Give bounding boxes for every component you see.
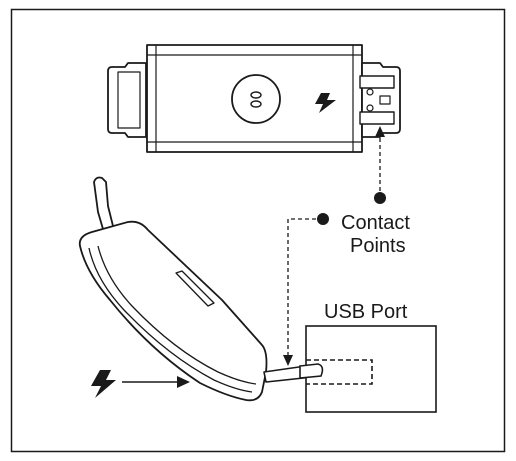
contact-points-label-line1: Contact bbox=[341, 212, 410, 234]
usb-port-receptacle bbox=[306, 359, 373, 385]
contact-point-marker-icon bbox=[317, 213, 329, 225]
lightning-bolt-icon bbox=[315, 93, 336, 113]
usb-port-box bbox=[305, 325, 437, 413]
charge-arrow-icon bbox=[122, 376, 190, 388]
contact-points-leaders bbox=[287, 134, 381, 358]
leader-arrowhead-top bbox=[375, 126, 385, 137]
usb-port-label: USB Port bbox=[324, 301, 408, 323]
device-side-view bbox=[78, 176, 325, 402]
leader-arrowhead-bottom bbox=[283, 355, 293, 366]
clip-center-button bbox=[231, 74, 281, 124]
diagram-frame bbox=[10, 8, 506, 453]
contact-point-marker-icon bbox=[374, 192, 386, 204]
contact-points-label-line2: Points bbox=[350, 235, 406, 257]
lightning-bolt-icon bbox=[91, 370, 116, 398]
